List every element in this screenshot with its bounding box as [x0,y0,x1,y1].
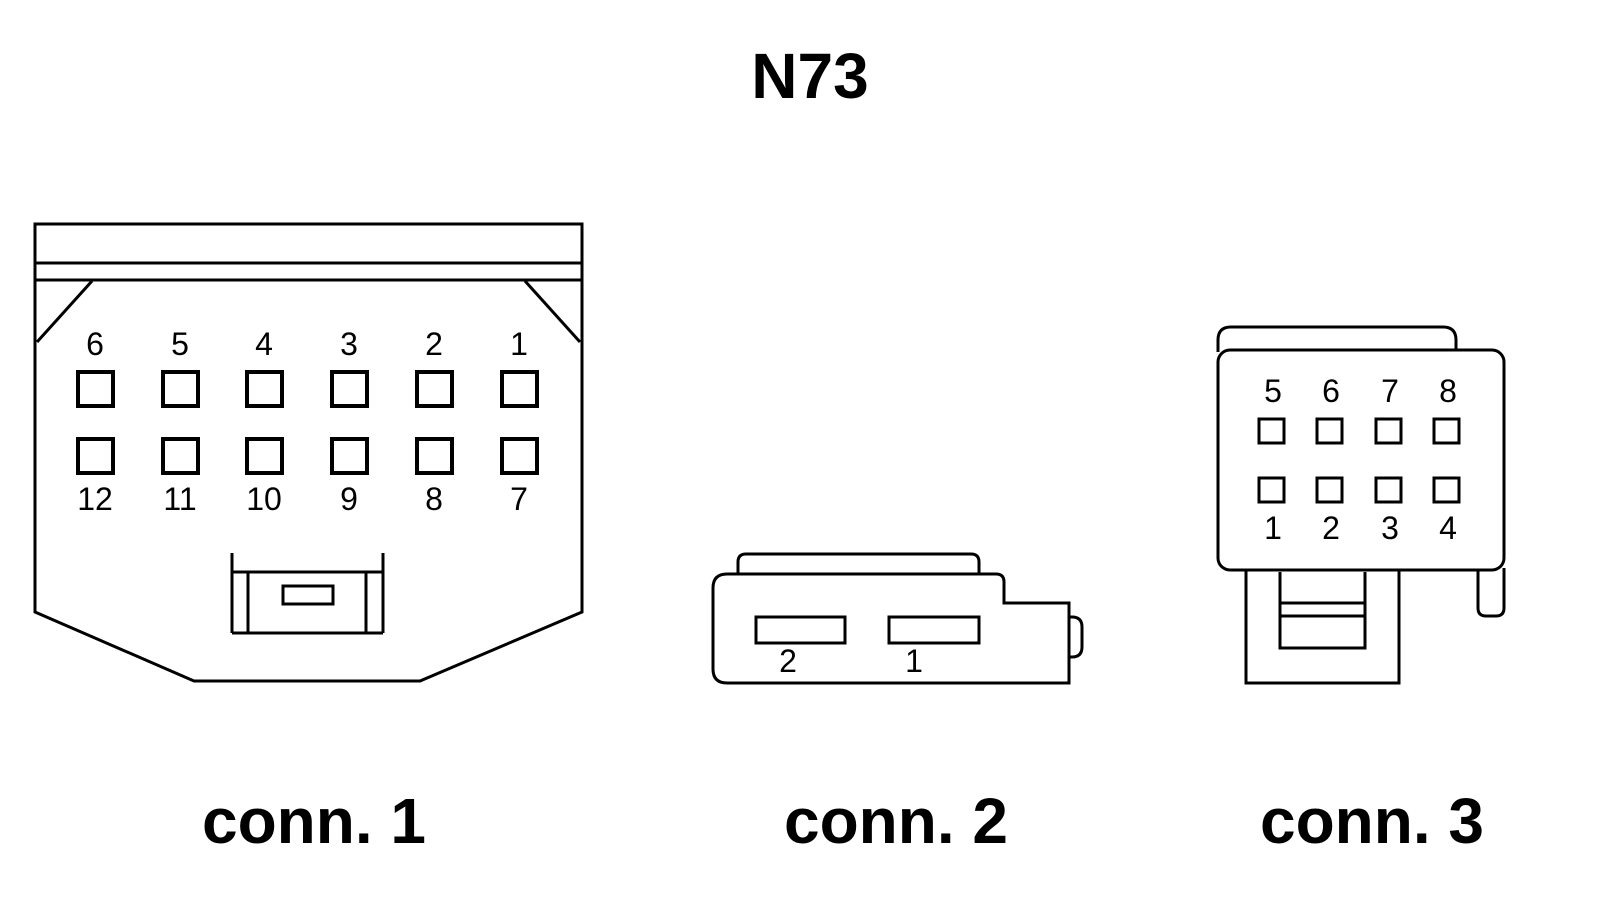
connector-1-pin [245,370,284,408]
connector-1-pin [161,437,200,475]
connector-3-pin [1315,417,1344,445]
connector-1-pin-number: 12 [77,481,113,517]
connector-3-pin-number: 4 [1439,510,1457,546]
connector-2-pin [887,615,981,645]
connector-2: 2 1 [711,552,1084,685]
connector-1-pin [330,437,369,475]
connector-2-body [711,572,1071,685]
connector-3-pin [1374,476,1403,504]
connector-3: 5 6 7 8 1 2 3 4 [1216,325,1506,685]
connector-3-pin-number: 6 [1322,373,1340,409]
connector-3-side-latch [1476,568,1506,618]
connector-1-pin-number: 11 [163,481,196,517]
connector-3-pin-number: 5 [1264,373,1282,409]
connector-1-pin-number: 5 [171,326,189,362]
connector-3-pin [1432,476,1461,504]
connector-1-pin [500,370,539,408]
connector-3-pin-number: 7 [1381,373,1399,409]
connector-3-pin [1315,476,1344,504]
connector-1-pin [76,437,115,475]
connector-1-pin [76,370,115,408]
connector-2-pin-number: 2 [779,643,797,679]
connector-3-body [1216,348,1506,572]
connector-3-top-ridge [1216,325,1458,352]
connector-1-pin-number: 4 [255,326,273,362]
connector-3-caption: conn. 3 [1260,785,1484,857]
connector-1-caption: conn. 1 [202,785,426,857]
connector-2-caption: conn. 2 [784,785,1008,857]
connector-2-pin [754,615,847,645]
connector-3-pin [1374,417,1403,445]
connector-1-pin [161,370,200,408]
connector-1-latch [230,553,385,635]
connector-2-side-tab [1069,615,1084,659]
connector-3-pin-number: 1 [1264,510,1282,546]
connector-1-right-chamfer [523,279,582,344]
connector-1-pin [330,370,369,408]
connector-3-pin [1432,417,1461,445]
connector-1-pin-number: 1 [510,326,528,362]
connector-3-pin-number: 3 [1381,510,1399,546]
connector-1-pin-number: 6 [86,326,104,362]
connector-1-pin-number: 3 [340,326,358,362]
connector-1-left-chamfer [35,279,94,344]
connector-3-pin [1257,417,1286,445]
connector-1-pin [415,437,454,475]
connector-1-pin [415,370,454,408]
connector-3-pin-number: 2 [1322,510,1340,546]
connector-1: 6 5 4 3 2 1 12 11 10 9 8 7 [33,222,584,683]
connector-3-pin [1257,476,1286,504]
connector-2-pin-number: 1 [905,643,923,679]
connector-1-pin-number: 9 [340,481,358,517]
connector-1-pin-number: 2 [425,326,443,362]
connector-2-top-ridge [736,552,981,574]
diagram-title: N73 [751,40,868,112]
connector-1-pin-number: 10 [246,481,282,517]
connector-1-pin [500,437,539,475]
connector-1-pin-number: 7 [510,481,528,517]
connector-1-pin [245,437,284,475]
connector-1-pin-number: 8 [425,481,443,517]
connector-1-body [33,222,584,683]
connector-3-pin-number: 8 [1439,373,1457,409]
connector-3-bottom-lock [1244,570,1401,685]
